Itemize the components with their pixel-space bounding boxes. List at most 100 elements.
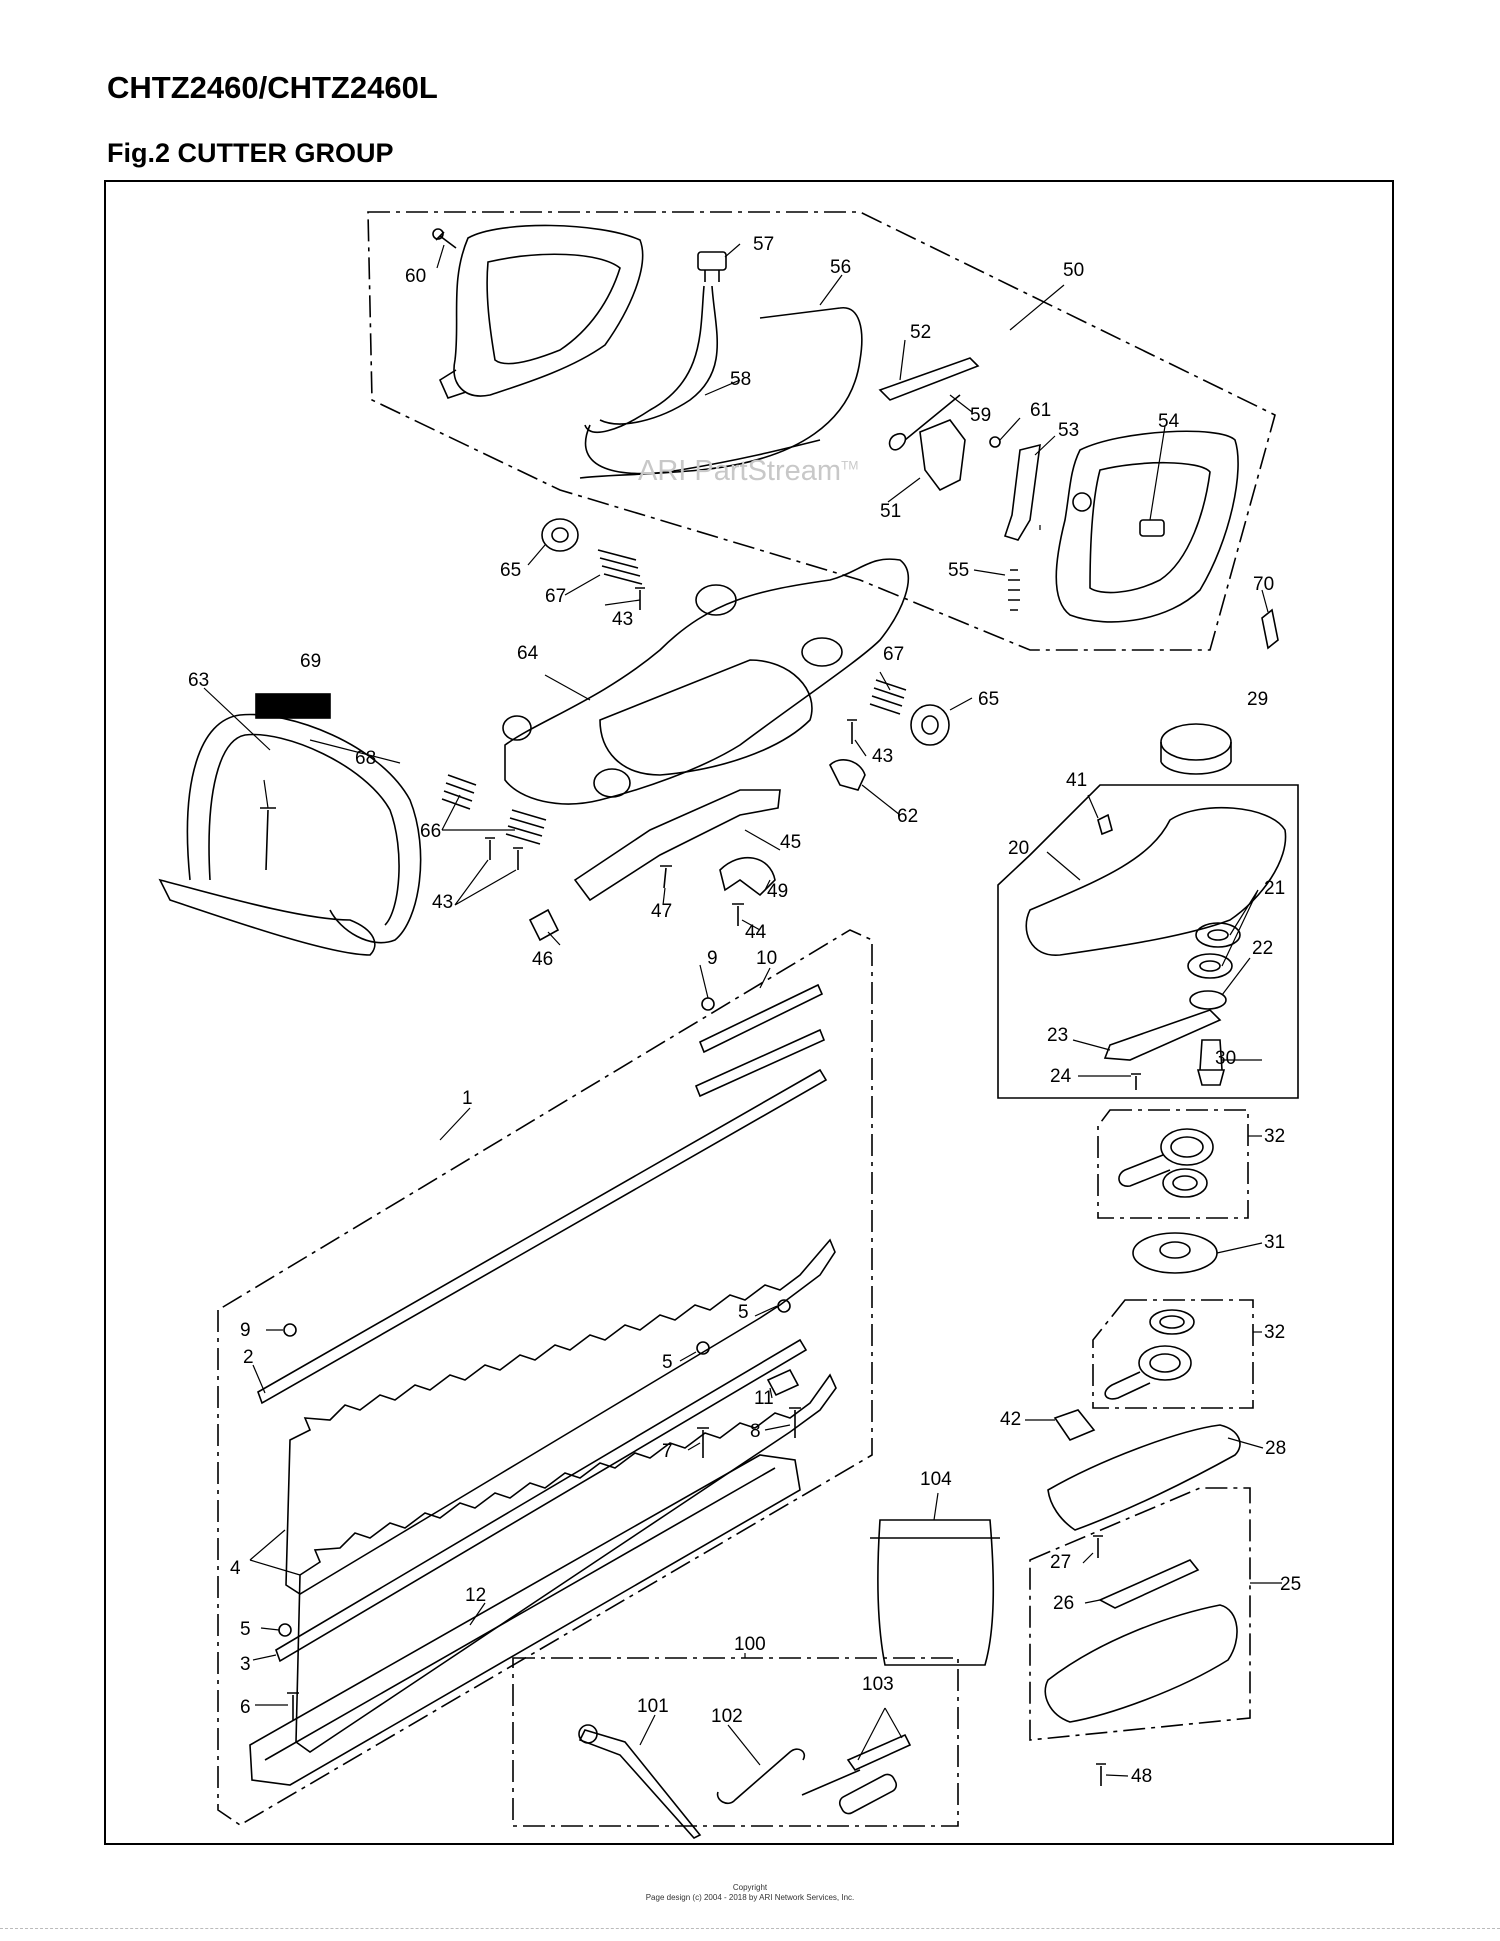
part-2-strip-upper: [257, 1068, 828, 1405]
label-45: 45: [780, 832, 801, 853]
part-9-nut-bottom: [283, 1323, 297, 1337]
diagram-frame: [104, 180, 1394, 1845]
label-31: 31: [1264, 1232, 1285, 1253]
part-58-wire-harness: [584, 285, 821, 475]
group-32-upper-boundary: [1097, 1109, 1249, 1219]
part-47-screw: [660, 865, 672, 889]
part-70-cap: [1261, 608, 1279, 650]
part-43-screw-a: [635, 587, 645, 610]
label-42: 42: [1000, 1409, 1021, 1430]
part-103-screwdriver: [801, 1733, 912, 1796]
label-43a: 43: [612, 609, 633, 630]
part-27-bolt: [1093, 1535, 1103, 1558]
label-32b: 32: [1264, 1322, 1285, 1343]
label-47: 47: [651, 901, 672, 922]
label-24: 24: [1050, 1066, 1072, 1087]
label-70: 70: [1253, 574, 1274, 595]
watermark-text: ARI PartStream: [638, 455, 842, 487]
part-52-lever: [878, 357, 980, 401]
part-51-trigger: [919, 419, 966, 492]
part-5-nut-a: [777, 1299, 791, 1313]
footer-copyright: Copyright: [732, 1883, 768, 1892]
part-24-screw: [1131, 1073, 1141, 1090]
label-10: 10: [756, 948, 777, 969]
part-8-bolt: [789, 1407, 801, 1438]
part-67-spring-upper: [597, 549, 643, 585]
label-56: 56: [830, 257, 851, 278]
part-28-gasket: [1047, 1424, 1241, 1531]
label-21: 21: [1264, 878, 1285, 899]
part-67-spring-right: [869, 679, 907, 715]
part-5-nut-b: [696, 1341, 710, 1355]
part-43-screw-c: [513, 847, 523, 870]
part-54-button: [1139, 519, 1165, 537]
part-11-guide: [766, 1368, 800, 1397]
label-65b: 65: [978, 689, 999, 710]
part-49-clamp: [719, 856, 776, 897]
group-1-boundary: [217, 929, 873, 1826]
part-53-lock-lever: [1003, 443, 1041, 541]
group-100-boundary: [512, 1657, 959, 1827]
label-23: 23: [1047, 1025, 1068, 1046]
part-3-strip-lower: [275, 1338, 808, 1663]
part-101-box-wrench: [578, 1729, 702, 1839]
label-3: 3: [240, 1654, 251, 1675]
watermark-tm: TM: [841, 458, 859, 473]
part-104-bag: [870, 1519, 1000, 1666]
part-44-bolt: [732, 903, 744, 926]
part-42-spacer: [1053, 1409, 1096, 1441]
part-4-blade-upper: [285, 1238, 836, 1595]
part-55-spring: [1008, 569, 1020, 611]
label-28: 28: [1265, 1438, 1286, 1459]
part-21-bearings: [1187, 922, 1241, 979]
label-4: 4: [230, 1558, 241, 1579]
label-30: 30: [1215, 1048, 1236, 1069]
label-103: 103: [862, 1674, 894, 1695]
label-62: 62: [897, 806, 918, 827]
part-102-spanner: [716, 1748, 806, 1805]
part-68-screw: [260, 807, 276, 871]
label-51: 51: [880, 501, 901, 522]
part-45-bracket: [573, 789, 781, 902]
watermark: ARI PartStreamTM: [638, 455, 858, 488]
part-57-switch: [697, 251, 727, 282]
part-60-screw: [432, 228, 457, 249]
part-48-bolt: [1096, 1763, 1106, 1786]
label-5c: 5: [240, 1619, 251, 1640]
part-65-cap-upper: [541, 518, 579, 552]
bottom-rule: [0, 1928, 1500, 1929]
part-20-gear-case: [1025, 806, 1287, 956]
label-58: 58: [730, 369, 751, 390]
label-46: 46: [532, 949, 553, 970]
part-31-gear: [1132, 1232, 1218, 1274]
part-25-gear-cover: [1044, 1604, 1238, 1723]
label-26: 26: [1053, 1593, 1074, 1614]
label-59: 59: [970, 405, 991, 426]
label-68: 68: [355, 748, 376, 769]
part-32-connecting-rod-lower: [1104, 1309, 1195, 1400]
label-69: 69: [300, 651, 321, 672]
part-29-drum: [1160, 723, 1232, 761]
footer-page-design: Page design (c) 2004 - 2018 by ARI Netwo…: [645, 1893, 855, 1902]
part-6-bolt: [287, 1692, 299, 1720]
label-9a: 9: [707, 948, 718, 969]
leader-lines: [203, 243, 1282, 1777]
label-5b: 5: [662, 1352, 673, 1373]
label-6: 6: [240, 1697, 251, 1718]
part-43-screw-b: [485, 837, 495, 860]
part-12-cover: [249, 1454, 801, 1786]
part-46-plug: [528, 908, 560, 942]
label-1: 1: [462, 1088, 473, 1109]
label-100: 100: [734, 1634, 766, 1655]
label-60: 60: [405, 266, 426, 287]
label-27: 27: [1050, 1552, 1071, 1573]
model-number: CHTZ2460/CHTZ2460L: [107, 70, 438, 105]
part-66-springs: [441, 774, 547, 845]
label-48: 48: [1131, 1766, 1152, 1787]
part-22-circlip: [1189, 990, 1227, 1010]
part-4-blade-lower: [295, 1373, 837, 1753]
part-103-handle: [838, 1773, 898, 1815]
label-61: 61: [1030, 400, 1051, 421]
part-61-screw: [989, 436, 1001, 448]
